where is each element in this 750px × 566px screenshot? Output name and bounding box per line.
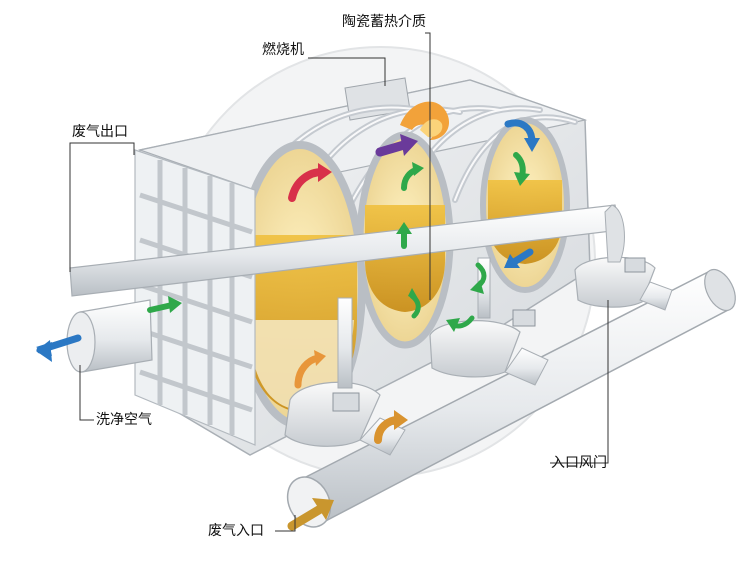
label-exhaust-inlet: 废气入口 <box>208 523 264 539</box>
label-exhaust-outlet: 废气出口 <box>72 124 128 140</box>
arrow-right-blue-down <box>510 248 534 266</box>
chamber-right <box>480 117 570 293</box>
leader-clean-air <box>79 365 94 421</box>
leader-exhaust-inlet <box>275 515 296 532</box>
grid-lines <box>139 160 253 435</box>
leader-lines <box>69 32 609 532</box>
grid-frame <box>134 149 256 446</box>
leader-exhaust-outlet <box>69 142 135 272</box>
label-inlet-damper: 入口风门 <box>551 455 607 471</box>
inlet-arrow <box>287 503 327 531</box>
label-burner: 燃烧机 <box>262 42 304 58</box>
clean-air-duct <box>69 204 625 297</box>
hood-connectors <box>359 281 673 456</box>
duct-arrow-green <box>147 302 175 313</box>
leader-inlet-damper <box>550 300 609 464</box>
label-ceramic-media: 陶瓷蓄热介质 <box>342 14 426 30</box>
label-clean-air: 洗净空气 <box>96 412 152 428</box>
dampers <box>332 257 646 412</box>
leader-ceramic <box>425 32 431 300</box>
flow-arrows <box>36 119 540 531</box>
outlet-pipe <box>66 299 153 373</box>
arrow-purple <box>375 140 409 157</box>
leader-burner <box>308 57 386 86</box>
risers <box>337 257 491 389</box>
burner-flame <box>400 101 450 140</box>
